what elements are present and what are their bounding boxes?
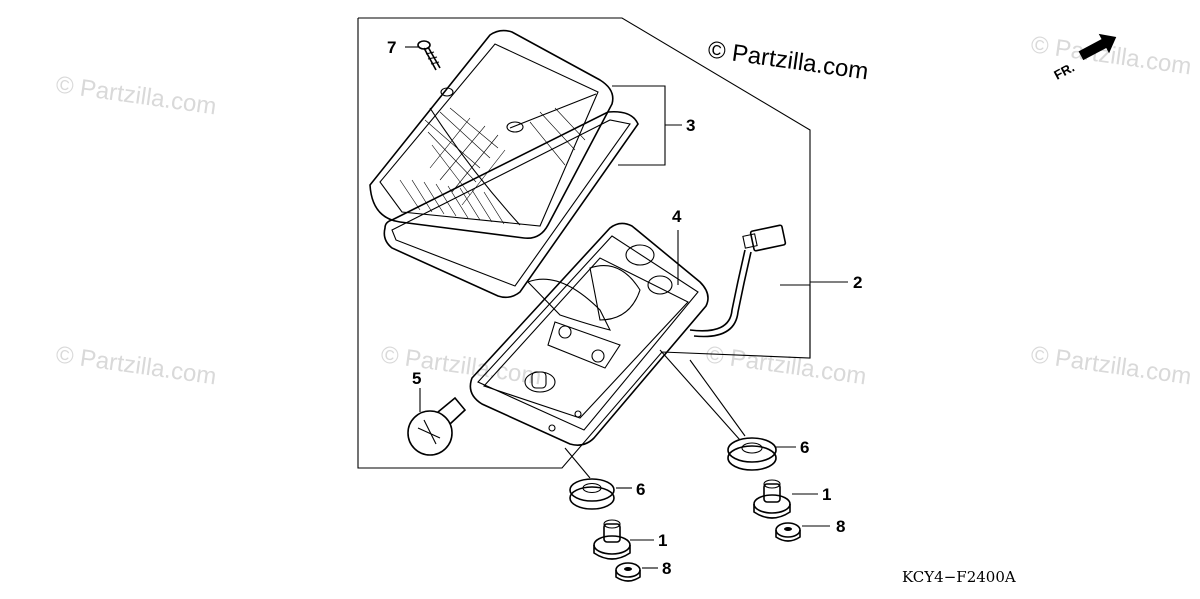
housing-part (469, 222, 709, 446)
callout-8: 8 (662, 559, 671, 578)
callout-1: 1 (822, 485, 831, 504)
callout-4: 4 (672, 207, 682, 226)
watermark-layer: © Partzilla.com © Partzilla.com © Partzi… (54, 31, 1193, 390)
lens-outline (369, 29, 614, 240)
watermark: © Partzilla.com (1029, 341, 1193, 390)
callout-6: 6 (636, 480, 645, 499)
connector (749, 224, 787, 252)
housing-inner (483, 257, 689, 419)
assembly-outline (357, 17, 811, 469)
lens-center-boss (506, 121, 524, 133)
lens-facet (429, 107, 521, 226)
callout-8: 8 (836, 517, 845, 536)
watermark-main: © Partzilla.com (706, 36, 870, 85)
lens-screw-hole (440, 87, 454, 97)
callout-1: 1 (658, 531, 667, 550)
leader-lines (405, 46, 848, 569)
callout-6: 6 (800, 438, 809, 457)
bulb-holder (589, 265, 641, 321)
lens-ridge (509, 93, 597, 129)
grommet-part (727, 437, 777, 471)
watermark: © Partzilla.com (54, 341, 218, 390)
lens-gasket-inner (391, 119, 631, 287)
lens-gasket (383, 110, 639, 299)
nut-part (615, 562, 641, 582)
housing-outline (469, 222, 709, 446)
reflector (527, 278, 612, 331)
watermark: © Partzilla.com (704, 341, 868, 390)
watermark: © Partzilla.com (54, 71, 218, 120)
callout-5: 5 (412, 369, 421, 388)
callout-2: 2 (853, 273, 862, 292)
wire-harness (689, 224, 787, 338)
lens-hatching (399, 107, 586, 225)
collar-part (753, 479, 791, 519)
housing-rim (477, 235, 699, 431)
socket-top (625, 244, 655, 266)
socket-side (647, 275, 673, 295)
screw-part (417, 40, 441, 71)
callout-7: 7 (387, 38, 396, 57)
callout-3: 3 (686, 116, 695, 135)
harness-wire (689, 249, 746, 332)
collar-part (593, 519, 631, 560)
bracket-plate (547, 321, 621, 369)
nut-part (775, 522, 801, 542)
diagram-code: KCY4−F2400A (902, 568, 1016, 586)
lens-inner-edge (379, 43, 599, 227)
bulb-part (407, 396, 467, 456)
arrow-icon (1078, 33, 1117, 61)
lens-part (369, 29, 639, 299)
bulb-glass (407, 410, 453, 456)
grommet-part (569, 478, 615, 510)
